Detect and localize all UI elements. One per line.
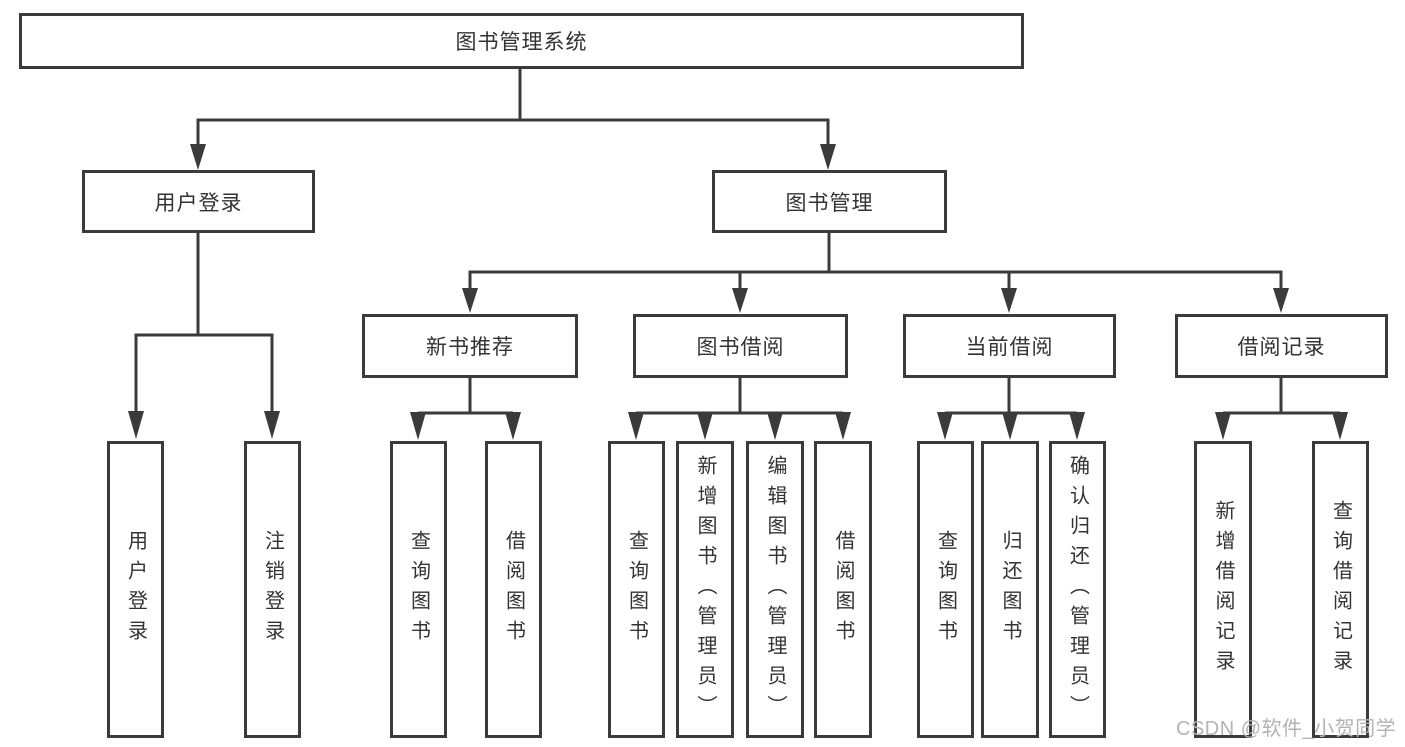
leaf-user-login: 用户登录	[107, 441, 164, 738]
leaf-label: 新增借阅记录	[1212, 499, 1234, 680]
leaf-logout-login: 注销登录	[244, 441, 301, 738]
leaf-label: 借阅图书	[502, 529, 525, 650]
leaf-query-books-current: 查询图书	[917, 441, 974, 738]
arrowhead	[937, 412, 953, 440]
leaf-label: 查询图书	[625, 529, 648, 650]
connector-book-management-to-level3	[462, 233, 1289, 313]
arrowhead	[767, 412, 783, 440]
connector-root-to-level2	[190, 69, 836, 170]
arrowhead	[190, 144, 206, 170]
leaf-confirm-return-admin: 确认归还（管理员）	[1049, 441, 1106, 738]
arrowhead	[820, 144, 836, 170]
leaf-borrow-books-recommend: 借阅图书	[485, 441, 542, 738]
arrowhead	[1069, 412, 1085, 440]
leaf-label: 新增图书（管理员）	[694, 454, 716, 725]
arrowhead	[1332, 412, 1348, 440]
connector-current-borrow-to-leaves	[937, 378, 1085, 440]
node-label: 新书推荐	[426, 336, 514, 359]
arrowhead	[264, 411, 280, 439]
leaf-add-books-admin: 新增图书（管理员）	[676, 441, 734, 738]
connector-borrow-records-to-leaves	[1215, 378, 1348, 440]
node-book-management: 图书管理	[712, 170, 947, 233]
leaf-query-borrow-record: 查询借阅记录	[1312, 441, 1369, 738]
leaf-label: 借阅图书	[832, 529, 854, 650]
connector-book-borrow-to-leaves	[628, 378, 851, 440]
connector-new-book-recommend-to-leaves	[410, 378, 521, 440]
leaf-query-books-borrow: 查询图书	[608, 441, 665, 738]
node-borrow-records: 借阅记录	[1175, 314, 1388, 378]
leaf-edit-books-admin: 编辑图书（管理员）	[746, 441, 804, 738]
arrowhead	[628, 412, 644, 440]
arrowhead	[1273, 288, 1289, 313]
node-library-management-system: 图书管理系统	[19, 13, 1024, 69]
arrowhead	[835, 412, 851, 440]
node-label: 当前借阅	[965, 336, 1054, 359]
connector-user-login-to-leaves	[128, 233, 280, 439]
csdn-watermark: CSDN @软件_小贺同学	[1176, 718, 1397, 740]
node-label: 图书管理	[785, 191, 874, 215]
leaf-label: 注销登录	[261, 529, 284, 650]
leaf-query-books-recommend: 查询图书	[390, 441, 447, 738]
arrowhead	[462, 288, 478, 313]
arrowhead	[128, 411, 144, 439]
leaf-label: 查询图书	[407, 529, 430, 650]
node-label: 图书借阅	[696, 336, 785, 359]
arrowhead	[410, 412, 426, 440]
arrowhead	[1002, 412, 1018, 440]
arrowhead	[1215, 412, 1231, 440]
node-new-book-recommend: 新书推荐	[362, 314, 578, 378]
leaf-label: 编辑图书（管理员）	[764, 454, 786, 725]
leaf-add-borrow-record: 新增借阅记录	[1194, 441, 1252, 738]
leaf-label: 查询图书	[934, 529, 957, 650]
leaf-label: 归还图书	[999, 529, 1021, 650]
node-label: 借阅记录	[1237, 336, 1326, 359]
leaf-label: 用户登录	[124, 529, 147, 650]
node-book-borrow: 图书借阅	[633, 314, 848, 378]
arrowhead	[1001, 288, 1017, 313]
leaf-label: 查询借阅记录	[1329, 499, 1352, 680]
arrowhead	[732, 288, 748, 313]
leaf-return-books: 归还图书	[981, 441, 1039, 738]
node-label: 用户登录	[154, 191, 243, 215]
node-label: 图书管理系统	[455, 31, 588, 54]
leaf-borrow-books: 借阅图书	[814, 441, 872, 738]
leaf-label: 确认归还（管理员）	[1066, 454, 1089, 725]
node-user-login: 用户登录	[82, 170, 315, 233]
node-current-borrow: 当前借阅	[903, 314, 1116, 378]
arrowhead	[505, 412, 521, 440]
arrowhead	[697, 412, 713, 440]
